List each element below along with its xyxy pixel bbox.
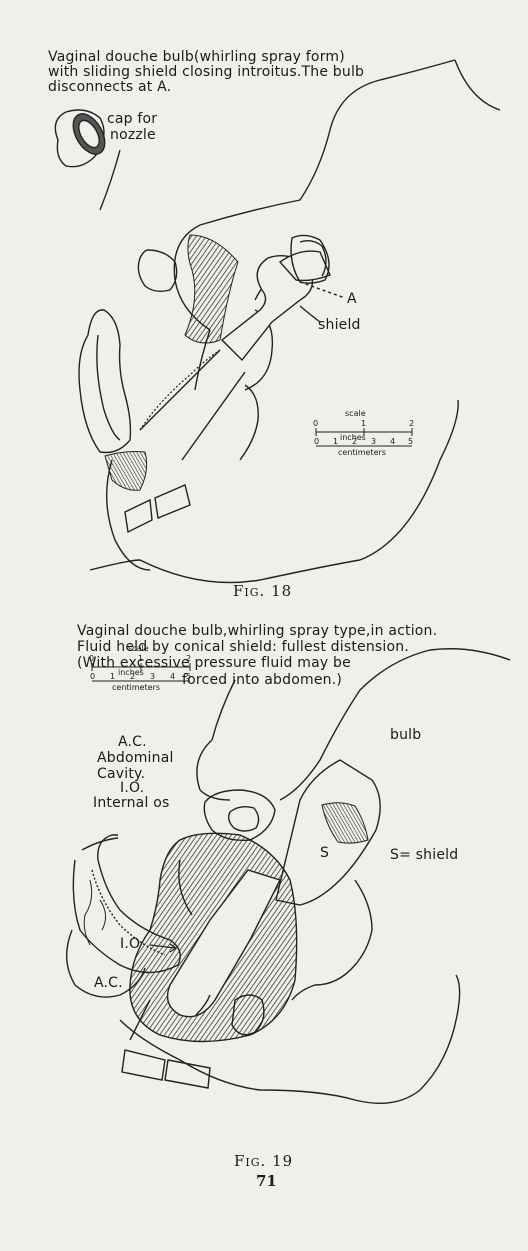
- label-ac: A.C.: [94, 975, 123, 991]
- label-s: S: [320, 845, 330, 861]
- legend-abdominal: Abdominal: [97, 750, 174, 766]
- fig19-internal-os-arrow: [149, 943, 178, 953]
- label-shield: shield: [318, 317, 361, 333]
- label-s-shield: S= shield: [390, 847, 459, 863]
- label-bulb: bulb: [390, 727, 422, 743]
- fig19-scale-cm-0: 0: [90, 672, 96, 681]
- fig18-scale-cm-0: 0: [314, 437, 320, 446]
- fig18-scale-bar: [315, 428, 413, 447]
- fig19-scale-title: scale: [128, 644, 149, 653]
- legend-ac: A.C.: [118, 734, 147, 750]
- fig18-hatched-tissue: [184, 234, 239, 344]
- fig18-label: Fig. 18: [233, 582, 293, 600]
- fig19-scale-cm-3: 3: [150, 672, 156, 681]
- fig18-canal-fringe: [139, 349, 221, 431]
- fig18-caption-line-2: with sliding shield closing introitus.Th…: [48, 64, 365, 80]
- page-number: 71: [256, 1172, 277, 1190]
- legend-cavity: Cavity.: [97, 766, 146, 782]
- fig18-scale-inch-2: 2: [409, 419, 415, 428]
- fig19-caption-line-1: Vaginal douche bulb,whirling spray type,…: [77, 623, 438, 639]
- fig19-scale-inch-2: 2: [186, 654, 192, 663]
- cap-for-nozzle-label-2: nozzle: [110, 127, 156, 143]
- fig18-scale-cm-2: 2: [352, 437, 358, 446]
- fig18-scale-cm-1: 1: [333, 437, 339, 446]
- fig18-scale-inch-0: 0: [313, 419, 319, 428]
- fig18-scale-cm-unit: centimeters: [338, 448, 386, 457]
- fig19-hatched-neck: [321, 802, 369, 844]
- fig19-scale-inch-1: 1: [138, 654, 144, 663]
- fig18-hatched-fornix: [104, 451, 148, 491]
- fig18-scale-title: scale: [345, 409, 366, 418]
- fig19-scale-bar: [91, 663, 191, 682]
- label-io: I.O: [120, 936, 141, 952]
- fig18-scale-cm-5: 5: [408, 437, 414, 446]
- fig18-scale-inch-unit: inches: [340, 433, 366, 442]
- fig19-scale-inch-unit: inches: [118, 668, 144, 677]
- legend-io: I.O.: [120, 780, 145, 796]
- fig19-caption-line-2: Fluid held by conical shield: fullest di…: [77, 639, 409, 655]
- fig18-scale-inch-1: 1: [361, 419, 367, 428]
- fig18-douche-bulb: [220, 234, 346, 362]
- fig19-douche-nozzle: [166, 859, 281, 1018]
- fig19-scale-cm-4: 4: [170, 672, 176, 681]
- fig18-anatomy: [78, 59, 501, 584]
- fig19-scale-inch-0: 0: [89, 654, 95, 663]
- fig18-caption-line-3: disconnects at A.: [48, 79, 172, 95]
- fig19-scale-cm-unit: centimeters: [112, 683, 160, 692]
- fig18-scale-cm-4: 4: [390, 437, 396, 446]
- fig19-scale-cm-5: 5: [186, 672, 192, 681]
- nozzle-cap-drawing: [54, 109, 106, 168]
- fig18-scale-cm-3: 3: [371, 437, 377, 446]
- fig19-fluid-lines: [83, 879, 106, 946]
- fig19-caption-line-4: forced into abdomen.): [182, 672, 343, 688]
- fig19-label: Fig. 19: [234, 1152, 294, 1170]
- legend-internal-os: Internal os: [93, 795, 170, 811]
- label-a: A: [347, 291, 357, 307]
- fig19-scale-cm-1: 1: [110, 672, 116, 681]
- fig18-caption-line-1: Vaginal douche bulb(whirling spray form): [48, 49, 345, 65]
- fig19-caption-line-3: (With excessive pressure fluid may be: [77, 655, 351, 671]
- fig19-scale-cm-2: 2: [130, 672, 136, 681]
- cap-for-nozzle-label-1: cap for: [107, 111, 158, 127]
